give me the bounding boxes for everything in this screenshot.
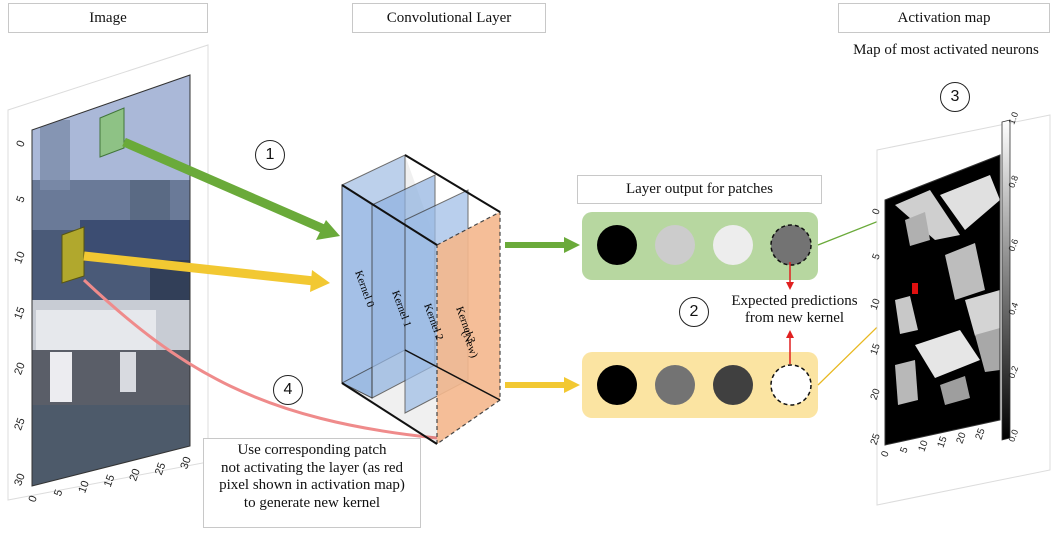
image-y-tick-label: 10 bbox=[12, 250, 27, 266]
input-image-panel: 0 5 10 15 20 25 30 0 5 10 15 20 25 30 bbox=[7, 44, 209, 504]
note-line-4: to generate new kernel bbox=[243, 494, 381, 511]
bottom-output-circles bbox=[597, 364, 812, 406]
image-y-tick-label: 20 bbox=[12, 361, 27, 377]
image-y-tick-label: 5 bbox=[14, 194, 27, 204]
green-arrow-shaft bbox=[122, 137, 328, 235]
activation-y-tick-label: 10 bbox=[869, 297, 883, 312]
step-1-marker: 1 bbox=[255, 140, 285, 170]
conv-layer-header: Convolutional Layer bbox=[352, 3, 546, 33]
image-x-tick-label: 20 bbox=[127, 467, 142, 483]
colorbar-tick-label: 0.6 bbox=[1006, 238, 1020, 253]
colorbar-tick-label: 0.8 bbox=[1006, 174, 1020, 189]
activation-y-tick-label: 20 bbox=[869, 387, 883, 402]
image-y-tick-label: 15 bbox=[12, 305, 27, 321]
input-image bbox=[32, 75, 190, 486]
new-kernel-note: Use corresponding patch not activating t… bbox=[203, 438, 421, 528]
image-x-tick-label: 30 bbox=[178, 455, 193, 471]
step-3-marker: 3 bbox=[940, 82, 970, 112]
green-arrowhead bbox=[316, 220, 340, 240]
activation-subtitle: Map of most activated neurons bbox=[853, 42, 1039, 58]
activation-x-tick-label: 25 bbox=[974, 427, 988, 442]
red-line-to-kernel bbox=[82, 278, 438, 440]
expected-predictions-line-1: Expected predictions bbox=[731, 293, 858, 309]
image-x-ticks: 0 5 10 15 20 25 30 bbox=[26, 455, 193, 504]
image-x-tick-label: 5 bbox=[52, 488, 65, 498]
image-x-tick-label: 0 bbox=[26, 494, 39, 504]
activation-x-tick-label: 0 bbox=[880, 449, 892, 458]
output-neuron-circle bbox=[655, 365, 695, 405]
image-header: Image bbox=[8, 3, 208, 33]
image-x-tick-label: 25 bbox=[153, 461, 168, 477]
conv-layer: Kernel 0 Kernel 1 Kernel 2 Kernel 3 (New… bbox=[341, 154, 501, 446]
colorbar bbox=[1001, 119, 1011, 441]
colorbar-tick-label: 0.2 bbox=[1006, 365, 1020, 380]
image-x-tick-label: 15 bbox=[102, 473, 117, 489]
red-pixel bbox=[912, 283, 918, 294]
activation-map-header: Activation map bbox=[838, 3, 1050, 33]
colorbar-ticks: 1.0 0.8 0.6 0.4 0.2 0.0 bbox=[1006, 111, 1020, 444]
activation-x-tick-label: 20 bbox=[955, 431, 969, 446]
image-y-tick-label: 0 bbox=[14, 139, 27, 149]
yellow-arrowhead bbox=[310, 270, 330, 292]
expected-predictions-text: Expected predictions from new kernel bbox=[712, 293, 877, 327]
output-neuron-circle bbox=[597, 365, 637, 405]
activation-x-tick-label: 10 bbox=[917, 439, 931, 454]
activation-y-ticks: 0 5 10 15 20 25 bbox=[869, 207, 883, 447]
output-neuron-circle bbox=[713, 365, 753, 405]
layer-output-label: Layer output for patches bbox=[577, 175, 822, 204]
activation-y-tick-label: 5 bbox=[871, 252, 883, 261]
activation-x-tick-label: 5 bbox=[899, 445, 911, 454]
note-line-1: Use corresponding patch bbox=[237, 442, 387, 458]
yellow-arrow-shaft bbox=[83, 251, 315, 286]
image-y-ticks: 0 5 10 15 20 25 30 bbox=[12, 139, 27, 488]
expected-predictions-line-2: from new kernel bbox=[744, 310, 845, 326]
activation-map bbox=[885, 155, 1000, 445]
note-line-3: pixel shown in activation map) bbox=[219, 477, 405, 493]
output-neuron-circle bbox=[597, 225, 637, 265]
colorbar-tick-label: 0.0 bbox=[1006, 428, 1020, 443]
step-4-marker: 4 bbox=[273, 375, 303, 405]
activation-y-tick-label: 25 bbox=[869, 432, 883, 447]
green-output-panel bbox=[582, 212, 818, 280]
yellow-output-panel bbox=[582, 352, 818, 418]
colorbar-tick-label: 0.4 bbox=[1006, 301, 1020, 316]
activation-y-tick-label: 0 bbox=[871, 207, 883, 216]
image-y-tick-label: 25 bbox=[12, 416, 27, 432]
activation-x-tick-label: 15 bbox=[936, 435, 950, 450]
image-x-tick-label: 10 bbox=[76, 479, 91, 495]
green-patch bbox=[99, 107, 125, 158]
output-neuron-circle bbox=[770, 364, 812, 406]
note-line-2: not activating the layer (as red bbox=[220, 459, 403, 476]
output-neuron-circle bbox=[713, 225, 753, 265]
top-output-circles bbox=[597, 224, 812, 266]
output-neuron-circle bbox=[655, 225, 695, 265]
output-neuron-circle bbox=[770, 224, 812, 266]
activation-y-tick-label: 15 bbox=[869, 342, 883, 357]
step-2-marker: 2 bbox=[679, 297, 709, 327]
yellow-patch bbox=[61, 226, 85, 284]
image-y-tick-label: 30 bbox=[12, 472, 27, 488]
colorbar-tick-label: 1.0 bbox=[1006, 111, 1020, 126]
